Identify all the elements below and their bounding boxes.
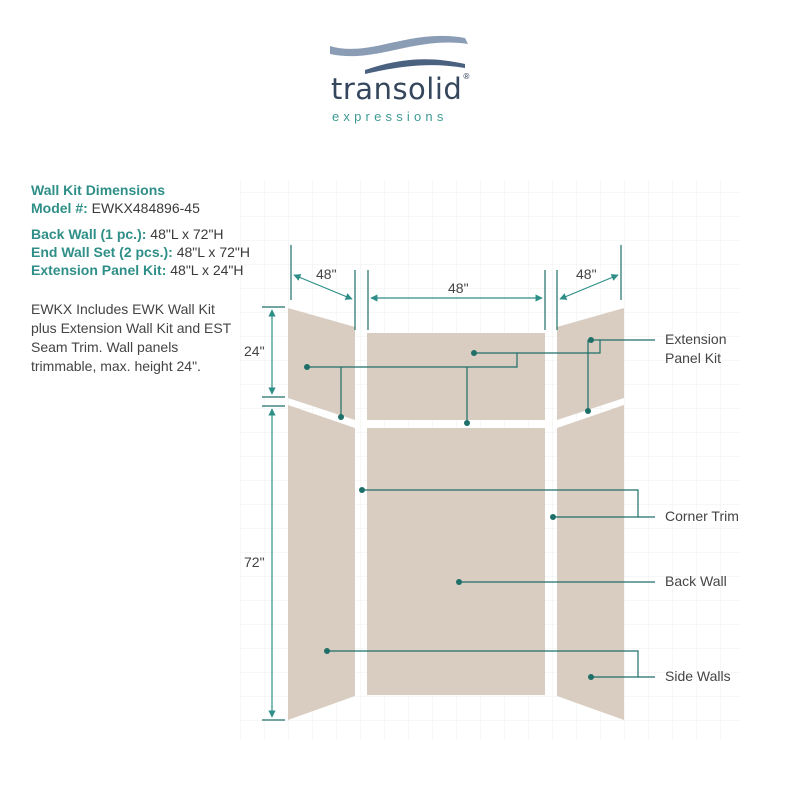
spec-label: End Wall Set (2 pcs.): bbox=[31, 244, 173, 260]
wall-height-label: 72" bbox=[244, 554, 265, 570]
callout-back-wall: Back Wall bbox=[665, 573, 727, 589]
back-extension-panel bbox=[367, 333, 545, 420]
spec-value: 48"L x 24"H bbox=[170, 262, 244, 278]
back-wall bbox=[367, 428, 545, 695]
callout-dots bbox=[304, 337, 594, 680]
callout-side-walls: Side Walls bbox=[665, 668, 731, 684]
spec-label: Extension Panel Kit: bbox=[31, 262, 167, 278]
specs-title: Wall Kit Dimensions bbox=[31, 182, 166, 198]
spec-value: 48"L x 72"H bbox=[150, 226, 224, 242]
spec-label: Back Wall (1 pc.): bbox=[31, 226, 147, 242]
kit-description: EWKX Includes EWK Wall Kit plus Extensio… bbox=[31, 301, 231, 374]
callout-corner-trim: Corner Trim bbox=[665, 508, 739, 524]
logo-wave-icon bbox=[330, 35, 468, 74]
dimension-lines bbox=[262, 245, 622, 721]
left-extension-panel bbox=[288, 308, 355, 420]
left-width-label: 48" bbox=[316, 266, 337, 282]
right-side-wall bbox=[557, 405, 624, 720]
model-label: Model #: bbox=[31, 200, 88, 216]
spec-value: 48"L x 72"H bbox=[176, 244, 250, 260]
panels bbox=[288, 308, 624, 720]
center-width-label: 48" bbox=[448, 280, 469, 296]
specs-block: Wall Kit Dimensions Model #: EWKX484896-… bbox=[31, 181, 250, 279]
callout-extension-panel-kit: Extension Panel Kit bbox=[665, 331, 727, 366]
right-width-label: 48" bbox=[576, 266, 597, 282]
logo-tagline: expressions bbox=[332, 109, 448, 124]
leader-lines bbox=[307, 339, 655, 678]
extension-height-label: 24" bbox=[244, 343, 265, 359]
left-side-wall bbox=[288, 405, 355, 720]
logo-text: transolid® bbox=[331, 72, 471, 106]
right-extension-panel bbox=[557, 308, 624, 420]
model-value: EWKX484896-45 bbox=[91, 200, 200, 216]
